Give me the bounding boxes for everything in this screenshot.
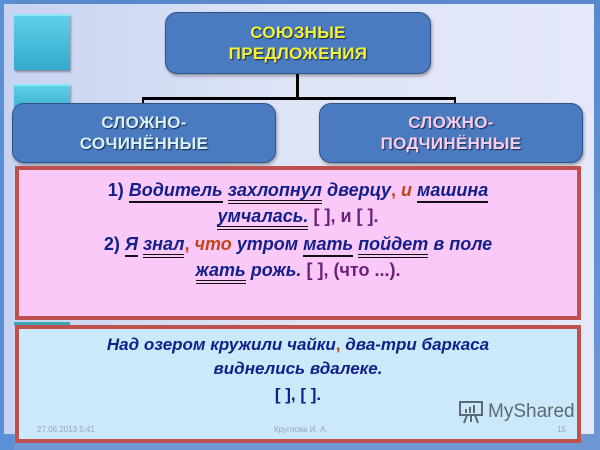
- subject: Я: [124, 234, 138, 257]
- root-node: СОЮЗНЫЕ ПРЕДЛОЖЕНИЯ: [165, 12, 431, 74]
- example-3-line-1: Над озером кружили чайки, два-три баркас…: [106, 335, 490, 354]
- conjunction: и: [401, 180, 413, 200]
- footer-page-number: 15: [557, 425, 566, 434]
- subject: Водитель: [128, 180, 223, 203]
- predicate: жать: [195, 260, 246, 284]
- predicate: пойдет: [358, 234, 429, 258]
- predicate: умчалась.: [217, 206, 309, 230]
- complex-node-line2: ПОДЧИНЁННЫЕ: [380, 134, 522, 153]
- subject: мать: [303, 234, 354, 257]
- predicate: захлопнул: [227, 180, 323, 204]
- compound-sentence-node: СЛОЖНО- СОЧИНЁННЫЕ: [12, 103, 276, 163]
- example-2-line-2: жать рожь. [ ], (что ...).: [19, 258, 577, 284]
- examples-panel: 1) Водитель захлопнул дверцу, и машина у…: [15, 166, 581, 320]
- example-3-line-2: виднелись вдалеке.: [213, 359, 383, 378]
- subject: машина: [417, 180, 489, 203]
- presentation-board-icon: [459, 401, 483, 424]
- complex-node-line1: СЛОЖНО-: [408, 113, 494, 132]
- connector-line: [454, 97, 456, 105]
- complex-sentence-node: СЛОЖНО- ПОДЧИНЁННЫЕ: [319, 103, 583, 163]
- watermark-text: MyShared: [488, 401, 575, 422]
- watermark: MyShared: [458, 400, 575, 424]
- sentence-schema: [ ], и [ ].: [313, 206, 379, 226]
- conjunction: что: [194, 234, 232, 254]
- footer-date: 27.06.2013 5:41: [37, 425, 95, 434]
- footer-author: Круглова И. А.: [274, 425, 328, 434]
- example-2-line-1: 2) Я знал, что утром мать пойдет в поле: [19, 232, 577, 258]
- connector-line: [296, 74, 299, 98]
- decorative-square: [14, 14, 70, 70]
- connector-line: [142, 97, 456, 100]
- example-1-line-2: умчалась. [ ], и [ ].: [19, 204, 577, 230]
- compound-node-line2: СОЧИНЁННЫЕ: [79, 134, 209, 153]
- decorative-bar: [14, 322, 70, 325]
- example-1-line-1: 1) Водитель захлопнул дверцу, и машина: [19, 178, 577, 204]
- example-3-schema: [ ], [ ].: [274, 385, 322, 404]
- root-node-line1: СОЮЗНЫЕ: [250, 23, 346, 42]
- exercise-panel: Над озером кружили чайки, два-три баркас…: [15, 325, 581, 443]
- root-node-line2: ПРЕДЛОЖЕНИЯ: [228, 44, 368, 63]
- predicate: знал: [142, 234, 185, 258]
- connector-line: [142, 97, 144, 105]
- compound-node-line1: СЛОЖНО-: [101, 113, 187, 132]
- sentence-schema: [ ], (что ...).: [306, 260, 401, 280]
